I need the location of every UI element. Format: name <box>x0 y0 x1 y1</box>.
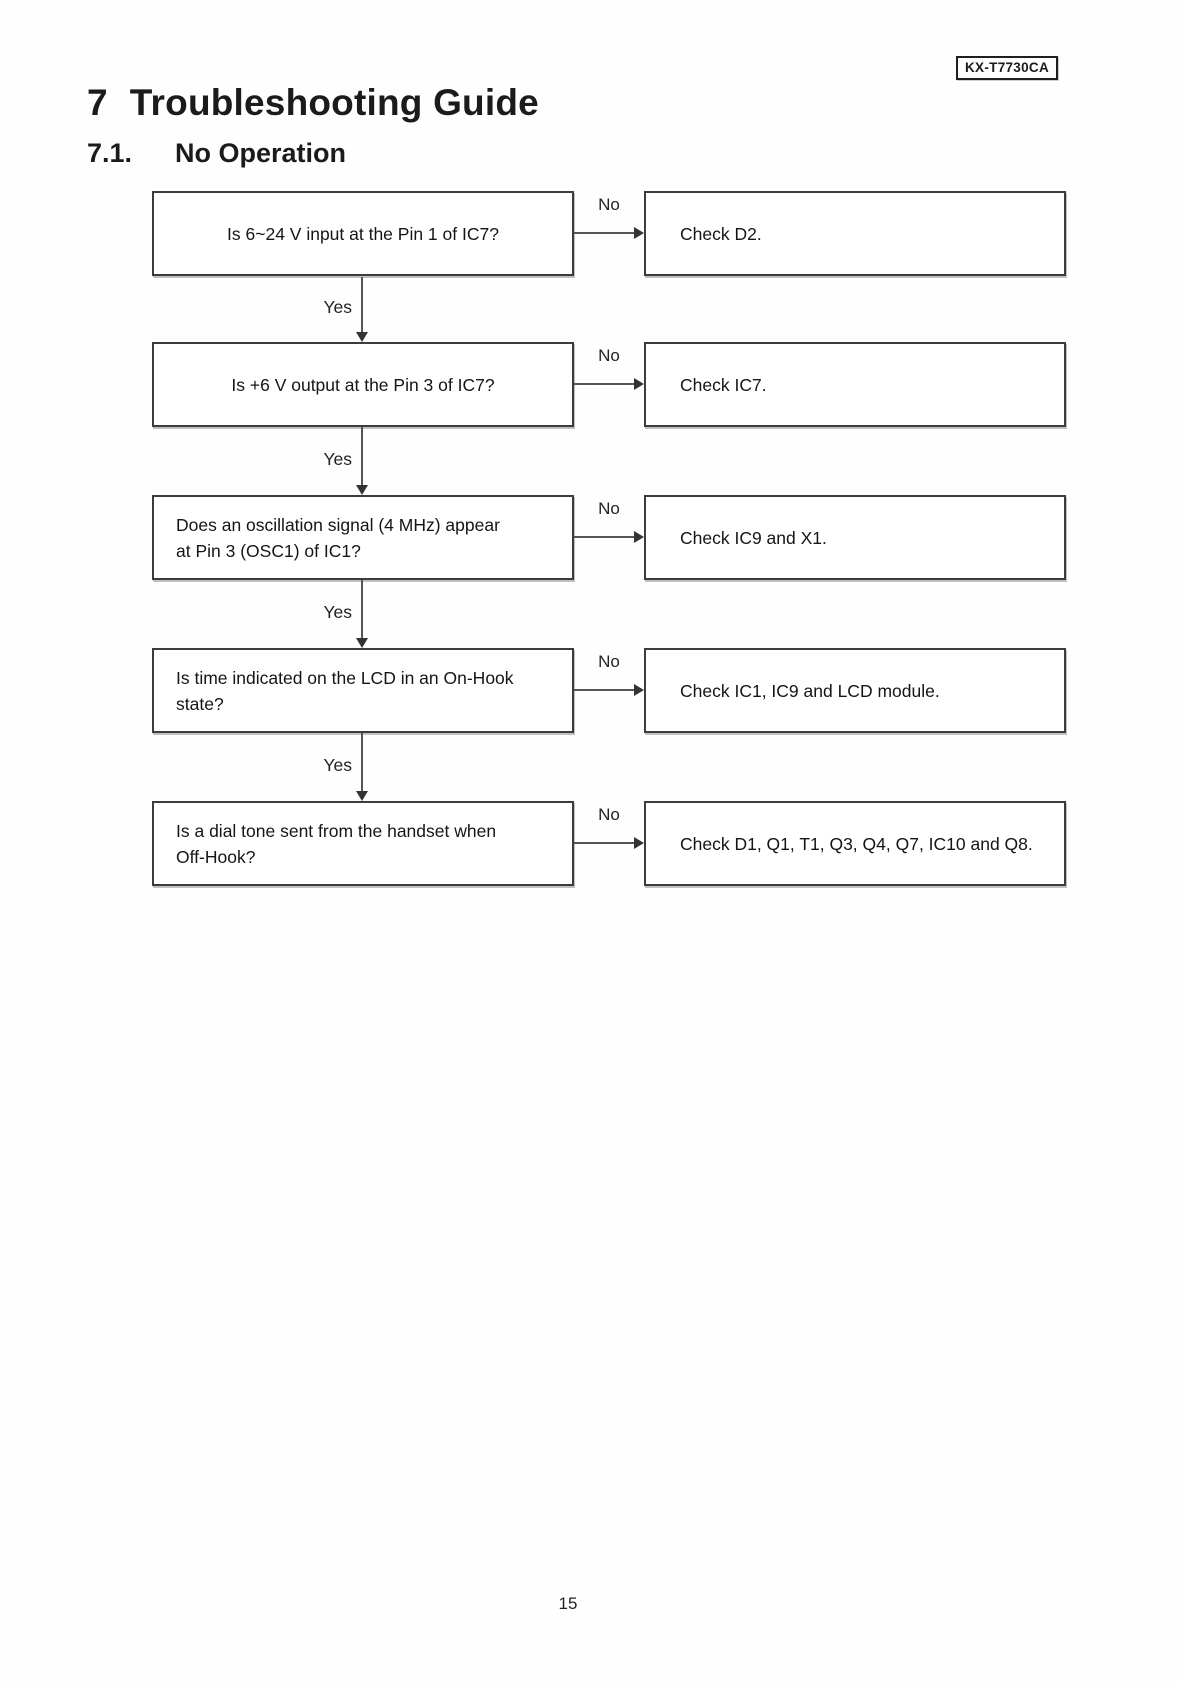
right-arrow-icon <box>574 684 644 696</box>
no-label: No <box>598 652 620 671</box>
question-text: Is time indicated on the LCD in an On-Ho… <box>176 667 514 714</box>
action-text: Check D1, Q1, T1, Q3, Q4, Q7, IC10 and Q… <box>680 833 1033 854</box>
down-arrow-icon <box>356 277 368 342</box>
question-text: Is a dial tone sent from the handset whe… <box>176 820 497 867</box>
action-box-2: Check IC7. <box>644 342 1066 427</box>
right-arrow-icon <box>574 378 644 390</box>
yes-label: Yes <box>323 297 352 317</box>
section-number: 7.1. <box>87 138 133 168</box>
action-text: Check IC7. <box>680 374 767 395</box>
action-box-4: Check IC1, IC9 and LCD module. <box>644 648 1066 733</box>
right-arrow-icon <box>574 837 644 849</box>
action-box-3: Check IC9 and X1. <box>644 495 1066 580</box>
chapter-number: 7 <box>87 82 108 123</box>
chapter-heading: 7 Troubleshooting Guide <box>87 82 539 124</box>
question-text: Does an oscillation signal (4 MHz) appea… <box>176 514 500 561</box>
right-arrow-icon <box>574 531 644 543</box>
down-arrow-icon <box>356 733 368 801</box>
no-label: No <box>598 499 620 518</box>
question-text: Is 6~24 V input at the Pin 1 of IC7? <box>227 223 499 244</box>
question-box-1: Is 6~24 V input at the Pin 1 of IC7? <box>152 191 574 276</box>
model-number-badge: KX-T7730CA <box>956 56 1059 80</box>
section-title: No Operation <box>175 138 347 168</box>
no-label: No <box>598 346 620 365</box>
question-box-5: Is a dial tone sent from the handset whe… <box>152 801 574 886</box>
no-label: No <box>598 195 620 214</box>
down-arrow-icon <box>356 427 368 495</box>
action-text: Check IC1, IC9 and LCD module. <box>680 680 940 701</box>
page-number: 15 <box>558 1594 578 1613</box>
yes-label: Yes <box>323 449 352 469</box>
action-box-1: Check D2. <box>644 191 1066 276</box>
right-arrow-icon <box>574 227 644 239</box>
no-label: No <box>598 805 620 824</box>
question-box-2: Is +6 V output at the Pin 3 of IC7? <box>152 342 574 427</box>
question-box-3: Does an oscillation signal (4 MHz) appea… <box>152 495 574 580</box>
action-text: Check D2. <box>680 223 762 244</box>
question-text: Is +6 V output at the Pin 3 of IC7? <box>231 374 495 395</box>
section-heading: 7.1. No Operation <box>87 138 346 169</box>
chapter-title: Troubleshooting Guide <box>129 82 539 123</box>
action-text: Check IC9 and X1. <box>680 527 827 548</box>
question-box-4: Is time indicated on the LCD in an On-Ho… <box>152 648 574 733</box>
action-box-5: Check D1, Q1, T1, Q3, Q4, Q7, IC10 and Q… <box>644 801 1066 886</box>
yes-label: Yes <box>323 602 352 622</box>
yes-label: Yes <box>323 755 352 775</box>
down-arrow-icon <box>356 580 368 648</box>
